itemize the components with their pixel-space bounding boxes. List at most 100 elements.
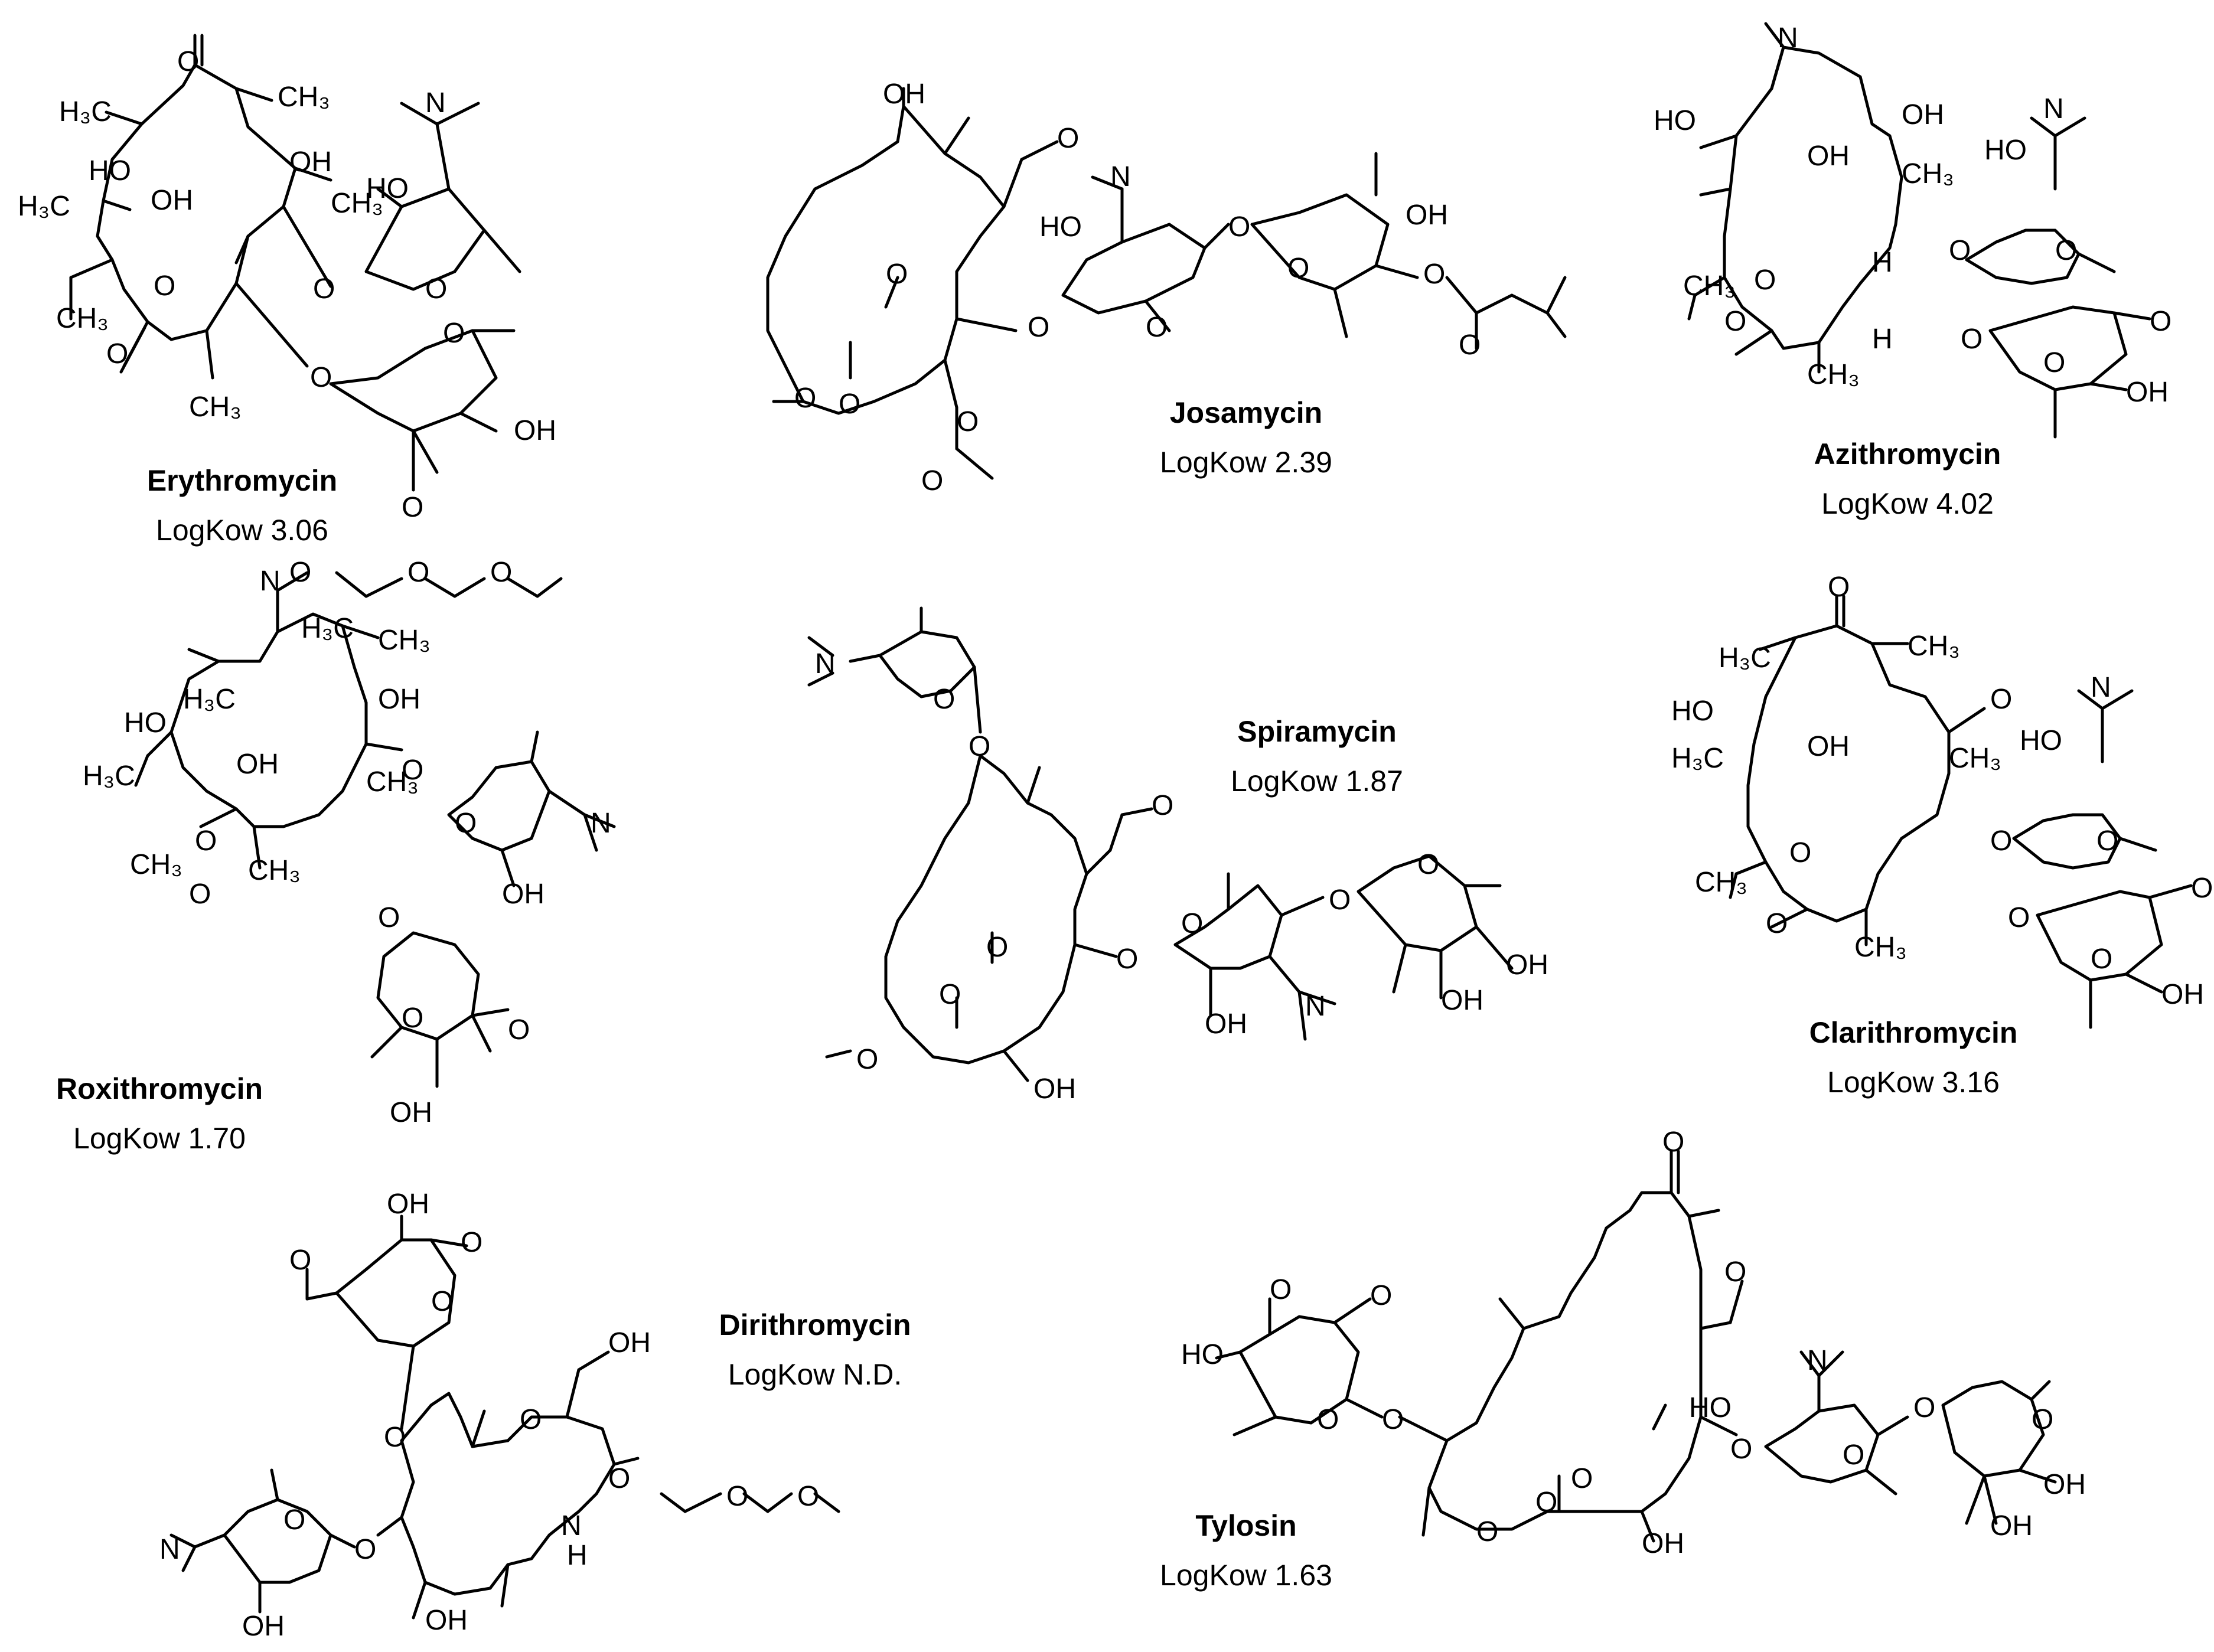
svg-text:O: O <box>1370 1280 1392 1311</box>
svg-text:O: O <box>986 932 1008 963</box>
svg-text:O: O <box>310 362 332 393</box>
svg-text:N: N <box>1110 161 1131 192</box>
svg-text:N: N <box>425 87 446 119</box>
svg-text:CH₃: CH₃ <box>1695 867 1747 898</box>
roxithromycin-structure: N O O O HO H₃C OH OH CH₃ O O OH N H₃C H₃… <box>83 557 616 1128</box>
svg-text:O: O <box>856 1044 878 1075</box>
svg-text:O: O <box>2191 873 2213 904</box>
svg-text:OH: OH <box>1033 1073 1076 1105</box>
svg-text:OH: OH <box>1902 99 1944 130</box>
svg-text:O: O <box>455 808 477 839</box>
svg-text:O: O <box>1535 1487 1557 1518</box>
svg-text:O: O <box>1028 312 1049 343</box>
josamycin-label: Josamycin LogKow 2.39 <box>1110 396 1382 479</box>
svg-text:CH₃: CH₃ <box>1854 932 1907 963</box>
svg-text:H: H <box>567 1540 588 1571</box>
svg-text:OH: OH <box>289 146 332 178</box>
svg-text:OH: OH <box>390 1097 432 1128</box>
svg-text:N: N <box>159 1534 180 1565</box>
svg-text:O: O <box>1423 259 1445 290</box>
svg-text:H: H <box>1872 324 1893 355</box>
svg-text:O: O <box>1961 324 1983 355</box>
erythromycin-structure: O H₃C CH₃ H₃C HO OH OH CH₃ HO N O O O O … <box>18 34 556 523</box>
svg-text:H₃C: H₃C <box>83 760 135 792</box>
svg-text:O: O <box>1329 884 1351 916</box>
svg-text:OH: OH <box>2043 1469 2086 1500</box>
svg-text:O: O <box>2150 306 2171 337</box>
svg-text:O: O <box>384 1422 406 1453</box>
clarithromycin-label: Clarithromycin LogKow 3.16 <box>1778 1016 2049 1099</box>
svg-text:CH₃: CH₃ <box>1949 743 2001 774</box>
svg-text:OH: OH <box>1441 985 1483 1016</box>
svg-text:O: O <box>425 273 447 305</box>
svg-text:OH: OH <box>242 1611 285 1642</box>
svg-text:O: O <box>490 557 512 588</box>
svg-text:OH: OH <box>1807 731 1850 762</box>
svg-text:O: O <box>1724 1256 1746 1288</box>
tylosin-structure: O O HO O O O O HO N O O O O OH OH O O O … <box>1181 1127 2086 1559</box>
svg-text:H₃C: H₃C <box>1671 743 1724 774</box>
svg-text:HO: HO <box>366 173 409 204</box>
svg-text:O: O <box>1913 1392 1935 1424</box>
svg-text:CH₃: CH₃ <box>331 188 383 219</box>
svg-text:O: O <box>726 1481 748 1512</box>
svg-text:HO: HO <box>2020 725 2062 756</box>
svg-text:O: O <box>1382 1404 1404 1435</box>
compound-name: Azithromycin <box>1814 438 2001 471</box>
svg-text:OH: OH <box>883 79 925 110</box>
svg-text:O: O <box>839 388 860 420</box>
svg-text:O: O <box>933 684 955 715</box>
svg-text:O: O <box>1990 825 2012 857</box>
dirithromycin-label: Dirithromycin LogKow N.D. <box>679 1308 951 1392</box>
svg-text:H₃C: H₃C <box>183 684 236 715</box>
svg-text:N: N <box>561 1510 582 1542</box>
svg-text:O: O <box>1789 837 1811 869</box>
svg-text:O: O <box>1417 849 1439 880</box>
svg-text:O: O <box>608 1463 630 1494</box>
svg-text:O: O <box>402 1003 423 1034</box>
svg-text:O: O <box>461 1227 482 1258</box>
svg-text:OH: OH <box>378 684 420 715</box>
svg-text:HO: HO <box>124 707 167 739</box>
roxithromycin-label: Roxithromycin LogKow 1.70 <box>24 1072 295 1155</box>
svg-text:O: O <box>2032 1404 2053 1435</box>
azithromycin-structure: N HO OH OH CH₃ HO N O O O O CH₃ CH₃ H H … <box>1654 22 2171 439</box>
svg-text:OH: OH <box>1642 1528 1684 1559</box>
svg-text:CH₃: CH₃ <box>1902 158 1954 190</box>
svg-text:HO: HO <box>89 155 131 187</box>
svg-text:OH: OH <box>1990 1510 2033 1542</box>
svg-text:O: O <box>1476 1516 1498 1547</box>
azithromycin-label: Azithromycin LogKow 4.02 <box>1772 437 2043 521</box>
svg-text:HO: HO <box>1181 1339 1224 1370</box>
svg-text:N: N <box>1778 22 1798 54</box>
svg-text:O: O <box>1843 1439 1864 1471</box>
svg-text:CH₃: CH₃ <box>56 303 109 334</box>
svg-text:OH: OH <box>1205 1008 1247 1040</box>
svg-text:O: O <box>1317 1404 1339 1435</box>
svg-text:O: O <box>2091 943 2112 975</box>
svg-text:O: O <box>1662 1127 1684 1158</box>
svg-text:O: O <box>1459 329 1481 361</box>
svg-text:O: O <box>443 318 465 349</box>
svg-text:CH₃: CH₃ <box>189 391 242 423</box>
compound-name: Dirithromycin <box>719 1308 911 1341</box>
svg-text:O: O <box>2008 902 2030 933</box>
svg-text:O: O <box>1571 1463 1593 1494</box>
svg-text:O: O <box>1724 306 1746 337</box>
svg-text:O: O <box>378 902 400 933</box>
svg-text:O: O <box>1146 312 1168 343</box>
logkow-value: LogKow 3.16 <box>1827 1066 2000 1099</box>
svg-text:O: O <box>431 1286 453 1317</box>
svg-text:O: O <box>1116 943 1138 975</box>
svg-text:O: O <box>921 465 943 497</box>
svg-text:O: O <box>797 1481 819 1512</box>
svg-text:CH₃: CH₃ <box>1908 631 1960 662</box>
logkow-value: LogKow N.D. <box>728 1358 902 1391</box>
svg-text:OH: OH <box>2161 979 2204 1010</box>
svg-text:H₃C: H₃C <box>1719 642 1771 674</box>
svg-text:OH: OH <box>1406 200 1448 231</box>
compound-name: Roxithromycin <box>56 1072 263 1105</box>
spiramycin-label: Spiramycin LogKow 1.87 <box>1181 714 1453 798</box>
svg-text:H: H <box>1872 247 1893 278</box>
svg-text:N: N <box>1807 1345 1828 1376</box>
